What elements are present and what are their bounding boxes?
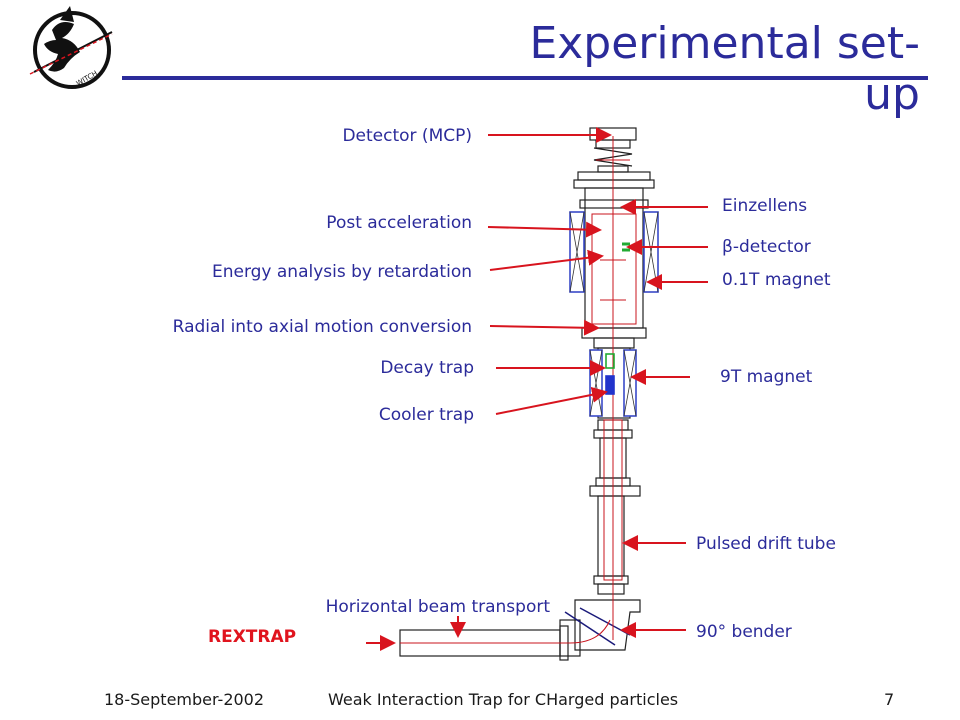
label-horizontal-beam: Horizontal beam transport <box>325 597 550 617</box>
label-post-acceleration: Post acceleration <box>326 213 472 233</box>
upper-vessel-shape <box>579 187 649 349</box>
label-energy-analysis: Energy analysis by retardation <box>211 262 472 282</box>
label-0-1t-magnet: 0.1T magnet <box>722 270 831 290</box>
label-cooler-trap: Cooler trap <box>378 405 474 425</box>
footer-project: Weak Interaction Trap for CHarged partic… <box>328 690 679 709</box>
label-beta-detector: β-detector <box>722 237 811 257</box>
footer-page-number: 7 <box>884 690 895 709</box>
label-9t-magnet: 9T magnet <box>720 367 813 387</box>
label-bender: 90° bender <box>696 622 792 642</box>
retardation-electrode <box>591 213 637 325</box>
arrow-cooler-trap <box>495 386 608 415</box>
arrow-radial-axial <box>489 319 600 336</box>
label-radial-axial: Radial into axial motion conversion <box>172 317 472 337</box>
label-pulsed-drift-tube: Pulsed drift tube <box>696 534 836 554</box>
label-einzellens: Einzellens <box>722 196 808 216</box>
label-decay-trap: Decay trap <box>380 358 474 378</box>
label-rextrap: REXTRAP <box>208 627 297 647</box>
footer-date: 18-September-2002 <box>104 690 265 709</box>
witch-logo-mark: WITCH <box>29 6 113 89</box>
arrow-energy-analysis <box>489 249 604 271</box>
bender-beam-path <box>400 619 611 644</box>
title-underline <box>122 76 928 80</box>
coil-0-1t <box>569 211 659 293</box>
arrow-post-acceleration <box>487 221 602 238</box>
label-detector-mcp: Detector (MCP) <box>342 126 472 146</box>
